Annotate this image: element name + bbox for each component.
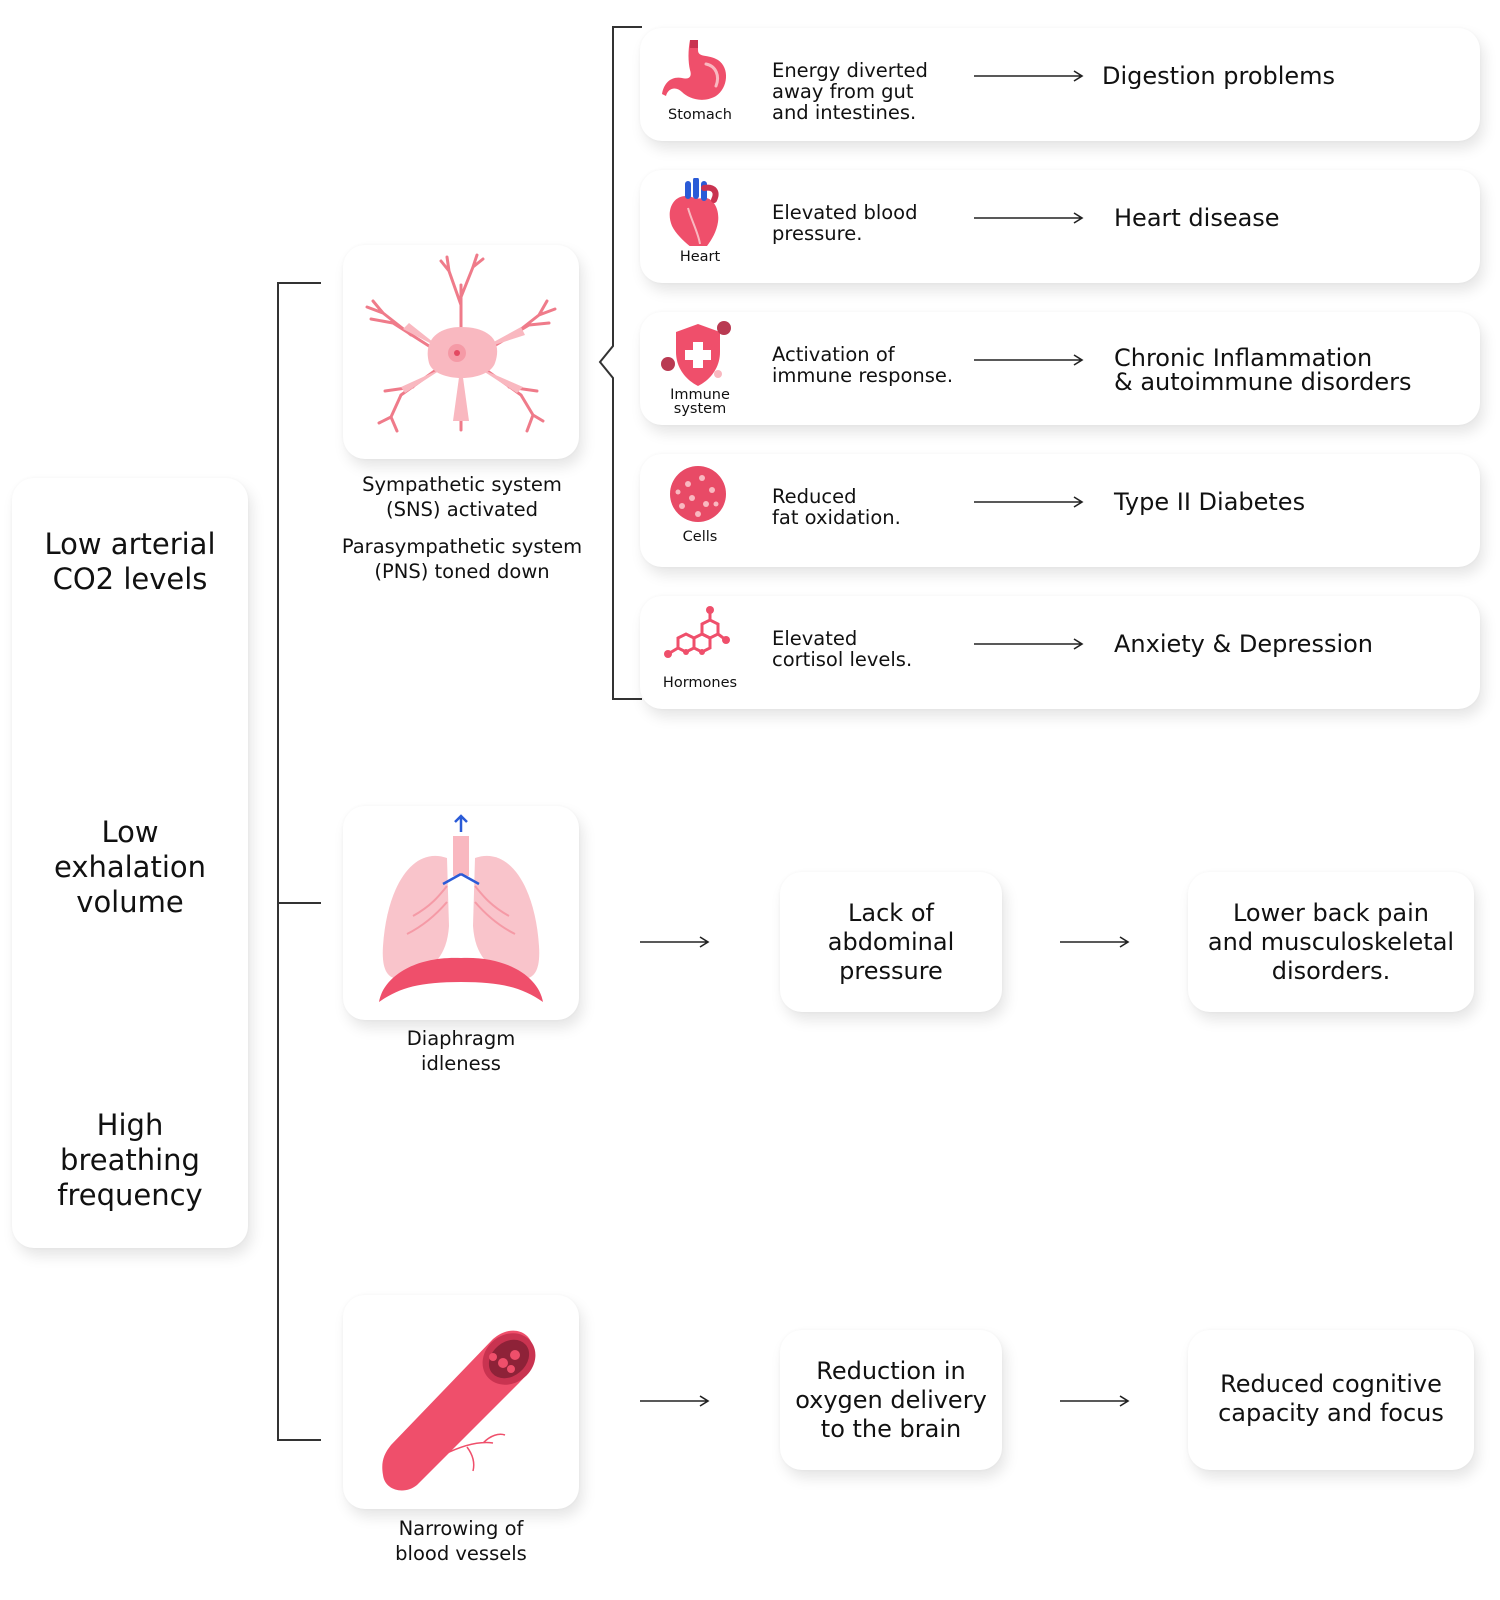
- neuron-card: [343, 245, 579, 459]
- row-cells: Cells Reduced fat oxidation. Type II Dia…: [640, 454, 1480, 567]
- abdominal-pressure-box: Lack of abdominal pressure: [780, 872, 1002, 1012]
- cause-high-frequency: High breathing frequency: [57, 1108, 203, 1212]
- abdominal-pressure-text: Lack of abdominal pressure: [827, 899, 955, 985]
- arrow-icon: [974, 638, 1084, 650]
- diaphragm-caption: Diaphragm idleness: [406, 1027, 516, 1075]
- sns-caption: Sympathetic system (SNS) activated: [362, 473, 562, 521]
- blood-vessel-icon: [382, 1330, 536, 1491]
- organ-label-immune: Immune system: [670, 387, 730, 417]
- stomach-icon: [662, 40, 727, 100]
- effect-text-immune: Chronic Inflammation & autoimmune disord…: [1114, 344, 1412, 396]
- arrow-icon: [974, 70, 1084, 82]
- organ-label-heart: Heart: [679, 249, 721, 265]
- hormone-molecule-icon: [664, 606, 730, 658]
- oxygen-delivery-box: Reduction in oxygen delivery to the brai…: [780, 1330, 1002, 1470]
- arrow-icon: [640, 936, 710, 948]
- cause-text-heart: Elevated blood pressure.: [772, 201, 918, 245]
- arrow-icon: [1060, 1395, 1130, 1407]
- vessel-card: [343, 1295, 579, 1509]
- lungs-icon: [379, 814, 543, 1002]
- oxygen-delivery-text: Reduction in oxygen delivery to the brai…: [795, 1357, 987, 1443]
- arrow-icon: [974, 496, 1084, 508]
- main-bracket: [277, 282, 321, 1441]
- cause-text-hormones: Elevated cortisol levels.: [772, 627, 913, 671]
- cause-text-stomach: Energy diverted away from gut and intest…: [772, 59, 928, 124]
- cause-card: [12, 478, 248, 1248]
- effect-text-cells: Type II Diabetes: [1114, 488, 1306, 516]
- neuron-icon: [365, 253, 557, 433]
- organ-label-stomach: Stomach: [668, 107, 732, 123]
- row-immune: Immune system Activation of immune respo…: [640, 312, 1480, 425]
- effect-text-hormones: Anxiety & Depression: [1114, 630, 1374, 658]
- lungs-card: [343, 806, 579, 1020]
- cause-text-cells: Reduced fat oxidation.: [772, 485, 901, 529]
- arrow-icon: [974, 212, 1084, 224]
- cause-low-exhalation: Low exhalation volume: [53, 815, 207, 919]
- row-stomach: Stomach Energy diverted away from gut an…: [640, 28, 1480, 141]
- arrow-icon: [1060, 936, 1130, 948]
- cell-icon: [670, 466, 726, 522]
- rows-bracket: [598, 26, 642, 700]
- effect-text-stomach: Digestion problems: [1102, 62, 1336, 90]
- heart-icon: [669, 178, 719, 246]
- immune-shield-icon: [661, 321, 731, 386]
- effect-text-heart: Heart disease: [1114, 204, 1280, 232]
- row-hormones: Hormones Elevated cortisol levels. Anxie…: [640, 596, 1480, 709]
- back-pain-text: Lower back pain and musculoskeletal diso…: [1207, 899, 1455, 985]
- organ-label-cells: Cells: [682, 529, 718, 545]
- cause-text-immune: Activation of immune response.: [772, 343, 954, 387]
- cognitive-box: Reduced cognitive capacity and focus: [1188, 1330, 1474, 1470]
- row-heart: Heart Elevated blood pressure. Heart dis…: [640, 170, 1480, 283]
- arrow-icon: [974, 354, 1084, 366]
- cognitive-text: Reduced cognitive capacity and focus: [1218, 1370, 1444, 1427]
- organ-label-hormones: Hormones: [662, 675, 738, 691]
- pns-caption: Parasympathetic system (PNS) toned down: [341, 535, 583, 583]
- cause-low-co2: Low arterial CO2 levels: [44, 527, 216, 596]
- arrow-icon: [640, 1395, 710, 1407]
- vessel-caption: Narrowing of blood vessels: [395, 1517, 527, 1565]
- back-pain-box: Lower back pain and musculoskeletal diso…: [1188, 872, 1474, 1012]
